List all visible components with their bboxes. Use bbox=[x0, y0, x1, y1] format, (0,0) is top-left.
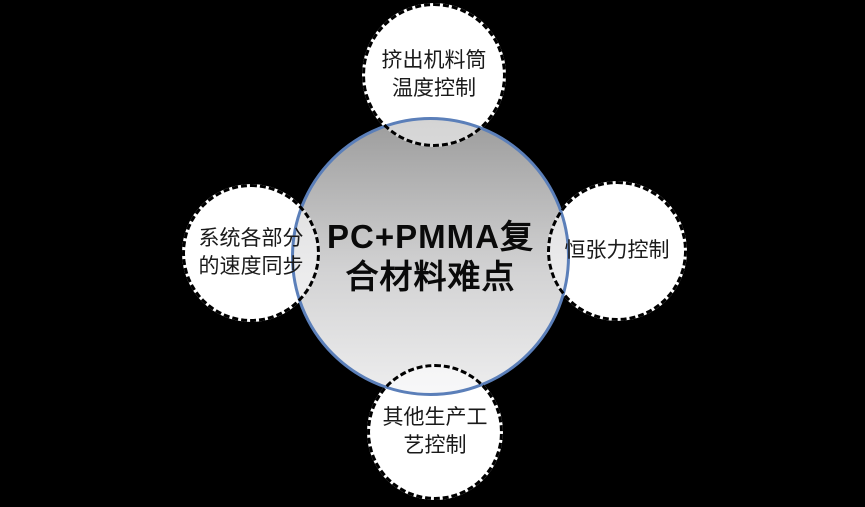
center-node: PC+PMMA复 合材料难点 bbox=[291, 117, 570, 396]
node-bottom-label-line1: 其他生产工 bbox=[382, 406, 488, 429]
node-top: 挤出机料筒 温度控制 bbox=[362, 3, 506, 147]
node-left-label-line1: 系统各部分 bbox=[198, 227, 304, 250]
node-right-label-line1: 恒张力控制 bbox=[564, 239, 670, 262]
center-label-line2: 合材料难点 bbox=[345, 257, 516, 295]
node-left-label-line2: 的速度同步 bbox=[198, 255, 304, 278]
center-label-line1: PC+PMMA复 bbox=[327, 217, 534, 255]
node-bottom-label-line2: 艺控制 bbox=[403, 434, 467, 457]
node-right: 恒张力控制 bbox=[547, 181, 687, 321]
node-right-label: 恒张力控制 bbox=[565, 237, 670, 265]
node-bottom: 其他生产工 艺控制 bbox=[367, 364, 503, 500]
node-top-label-line2: 温度控制 bbox=[392, 77, 476, 100]
node-left-label: 系统各部分 的速度同步 bbox=[199, 225, 304, 281]
center-node-label: PC+PMMA复 合材料难点 bbox=[327, 217, 534, 297]
node-left: 系统各部分 的速度同步 bbox=[182, 184, 320, 322]
node-bottom-label: 其他生产工 艺控制 bbox=[383, 404, 488, 460]
node-top-label-line1: 挤出机料筒 bbox=[381, 49, 487, 72]
node-top-label: 挤出机料筒 温度控制 bbox=[382, 47, 487, 103]
